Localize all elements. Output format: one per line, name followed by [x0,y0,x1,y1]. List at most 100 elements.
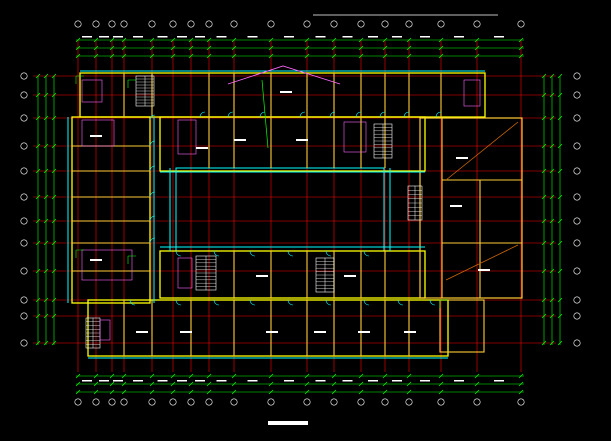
dimension-tick [43,268,49,274]
dimension-text-mark [99,380,109,382]
dimension-tick [358,45,364,51]
dimension-tick [518,45,524,51]
dimension-tick [382,373,388,379]
dimension-text-mark [177,36,187,38]
room-label-mark [90,135,102,137]
dimension-tick [188,381,194,387]
dimension-text-mark [494,380,504,382]
door-swing [175,250,182,257]
dimension-tick [231,389,237,395]
dimension-tick [231,45,237,51]
dimension-tick [549,313,555,319]
dimension-tick [268,37,274,43]
room-label-mark [256,275,268,277]
dimension-tick [93,53,99,59]
dimension-tick [149,389,155,395]
dimension-tick [557,92,563,98]
axis-bubble-bottom [357,398,365,406]
door-swing [175,299,182,306]
door-swing [149,114,156,121]
dimension-tick [93,389,99,395]
door-swing [259,111,266,118]
door-swing [227,111,234,118]
door-swing [325,250,332,257]
dimension-tick [382,381,388,387]
dimension-text-mark [133,380,143,382]
dimension-tick [549,194,555,200]
axis-bubbles [20,20,581,406]
dimension-tick [331,381,337,387]
dimension-tick [331,45,337,51]
dimension-text-mark [177,380,187,382]
dimension-text-mark [247,380,258,382]
axis-bubble-right [573,114,581,122]
room-label-mark [266,331,278,333]
wall-block [87,299,449,357]
dimension-tick [93,37,99,43]
door-swing [363,250,370,257]
room-label-mark [450,205,462,207]
dimension-tick [406,389,412,395]
axis-bubble-left [20,312,28,320]
dimension-tick [206,45,212,51]
dimension-tick [149,373,155,379]
stair [315,257,335,293]
door-swing [129,299,136,306]
dimension-tick [35,92,41,98]
dimension-tick [541,168,547,174]
dimension-tick [474,381,480,387]
room-label-mark [358,331,370,333]
dimension-tick [541,194,547,200]
dimension-tick [51,297,57,303]
dimension-tick [358,373,364,379]
dimension-tick [170,373,176,379]
dimension-tick [51,313,57,319]
building-walls [67,65,523,359]
dimension-tick [541,92,547,98]
dimension-tick [188,37,194,43]
dimension-text-mark [195,36,205,38]
stair [135,75,155,107]
dimension-tick [541,297,547,303]
door-swing [403,111,410,118]
dimension-tick [557,194,563,200]
dimension-text-mark [82,380,92,382]
dimension-text-mark [216,36,227,38]
dimension-tick [43,340,49,346]
axis-bubble-bottom [120,398,128,406]
dimension-tick [438,37,444,43]
door-swing [149,165,156,172]
axis-bubble-bottom [303,398,311,406]
dimension-tick [382,37,388,43]
dimension-tick [304,389,310,395]
interior-details [75,75,519,349]
wall-block [159,250,426,299]
dimension-tick [231,37,237,43]
axis-bubble-top [205,20,213,28]
dimension-tick [557,218,563,224]
dimension-tick [549,297,555,303]
stair [85,317,101,349]
dimension-tick [268,381,274,387]
leader-line [261,79,269,149]
dimension-tick [382,389,388,395]
door-swing [299,111,306,118]
dimension-tick [268,53,274,59]
dimension-tick [109,53,115,59]
room-label-mark [404,331,416,333]
dimension-tick [43,143,49,149]
door-swing [397,299,404,306]
door-swing [213,250,220,257]
dimension-tick [35,168,41,174]
dimension-tick [331,389,337,395]
dimension-tick [268,389,274,395]
dimension-tick [549,340,555,346]
dimension-tick [358,381,364,387]
dimension-tick [170,37,176,43]
dimension-tick [43,240,49,246]
dimension-tick [438,389,444,395]
room-label-mark [90,259,102,261]
dimension-tick [557,340,563,346]
corner-bracket [75,249,84,258]
axis-bubble-top [187,20,195,28]
